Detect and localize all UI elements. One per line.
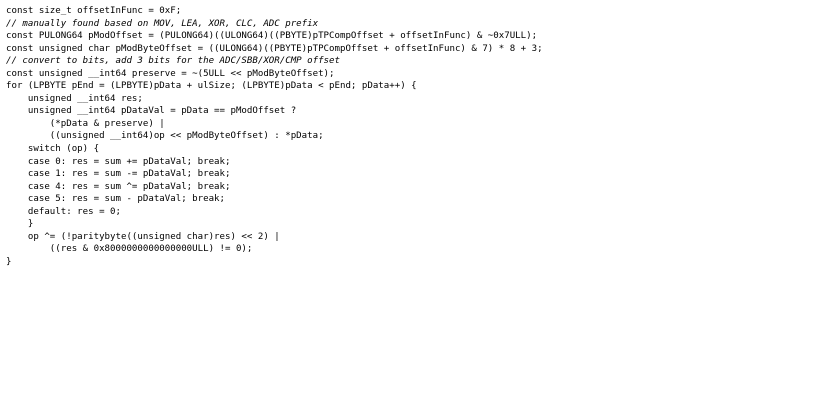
code-token: (*pData & preserve) |: [6, 118, 165, 129]
code-line: case 0: res = sum += pDataVal; break;: [6, 156, 834, 169]
code-token: }: [6, 219, 34, 230]
code-token: ((res & 0x8000000000000000ULL) != 0);: [6, 244, 253, 255]
code-line: const size_t offsetInFunc = 0xF;: [6, 5, 834, 18]
code-line: ((res & 0x8000000000000000ULL) != 0);: [6, 243, 834, 256]
code-token: // convert to bits, add 3 bits for the A…: [6, 56, 340, 67]
code-token: }: [6, 256, 12, 267]
code-line: case 1: res = sum -= pDataVal; break;: [6, 168, 834, 181]
code-listing: const size_t offsetInFunc = 0xF; // manua…: [6, 5, 834, 268]
code-line: ((unsigned __int64)op << pModByteOffset)…: [6, 130, 834, 143]
code-token: default: res = 0;: [6, 206, 121, 217]
code-token: unsigned __int64 pDataVal = pData == pMo…: [6, 106, 297, 117]
code-comment-line: // convert to bits, add 3 bits for the A…: [6, 55, 834, 68]
code-token: case 1: res = sum -= pDataVal; break;: [6, 169, 231, 180]
code-token: // manually found based on MOV, LEA, XOR…: [6, 18, 319, 29]
code-token: const PULONG64 pModOffset = (PULONG64)((…: [6, 31, 538, 42]
code-line: case 4: res = sum ^= pDataVal; break;: [6, 181, 834, 194]
code-token: const unsigned char pModByteOffset = ((U…: [6, 43, 543, 54]
code-line: default: res = 0;: [6, 206, 834, 219]
code-line: }: [6, 218, 834, 231]
code-line: }: [6, 256, 834, 269]
code-token: case 4: res = sum ^= pDataVal; break;: [6, 181, 231, 192]
code-line: const unsigned __int64 preserve = ~(5ULL…: [6, 68, 834, 81]
code-token: case 0: res = sum += pDataVal; break;: [6, 156, 231, 167]
code-token: unsigned __int64 res;: [6, 93, 143, 104]
code-token: switch (op) {: [6, 144, 100, 155]
code-line: const PULONG64 pModOffset = (PULONG64)((…: [6, 30, 834, 43]
code-token: for (LPBYTE pEnd = (LPBYTE)pData + ulSiz…: [6, 81, 417, 92]
code-line: op ^= (!paritybyte((unsigned char)res) <…: [6, 231, 834, 244]
code-line: (*pData & preserve) |: [6, 118, 834, 131]
code-line: case 5: res = sum - pDataVal; break;: [6, 193, 834, 206]
code-line: unsigned __int64 pDataVal = pData == pMo…: [6, 105, 834, 118]
code-token: const size_t offsetInFunc = 0xF;: [6, 6, 182, 16]
code-token: const unsigned __int64 preserve = ~(5ULL…: [6, 68, 335, 79]
code-comment-line: // manually found based on MOV, LEA, XOR…: [6, 18, 834, 31]
code-token: case 5: res = sum - pDataVal; break;: [6, 194, 225, 205]
code-token: ((unsigned __int64)op << pModByteOffset)…: [6, 131, 324, 142]
code-line: const unsigned char pModByteOffset = ((U…: [6, 43, 834, 56]
code-token: op ^= (!paritybyte((unsigned char)res) <…: [6, 231, 280, 242]
code-line: switch (op) {: [6, 143, 834, 156]
code-line: unsigned __int64 res;: [6, 93, 834, 106]
code-line: for (LPBYTE pEnd = (LPBYTE)pData + ulSiz…: [6, 80, 834, 93]
